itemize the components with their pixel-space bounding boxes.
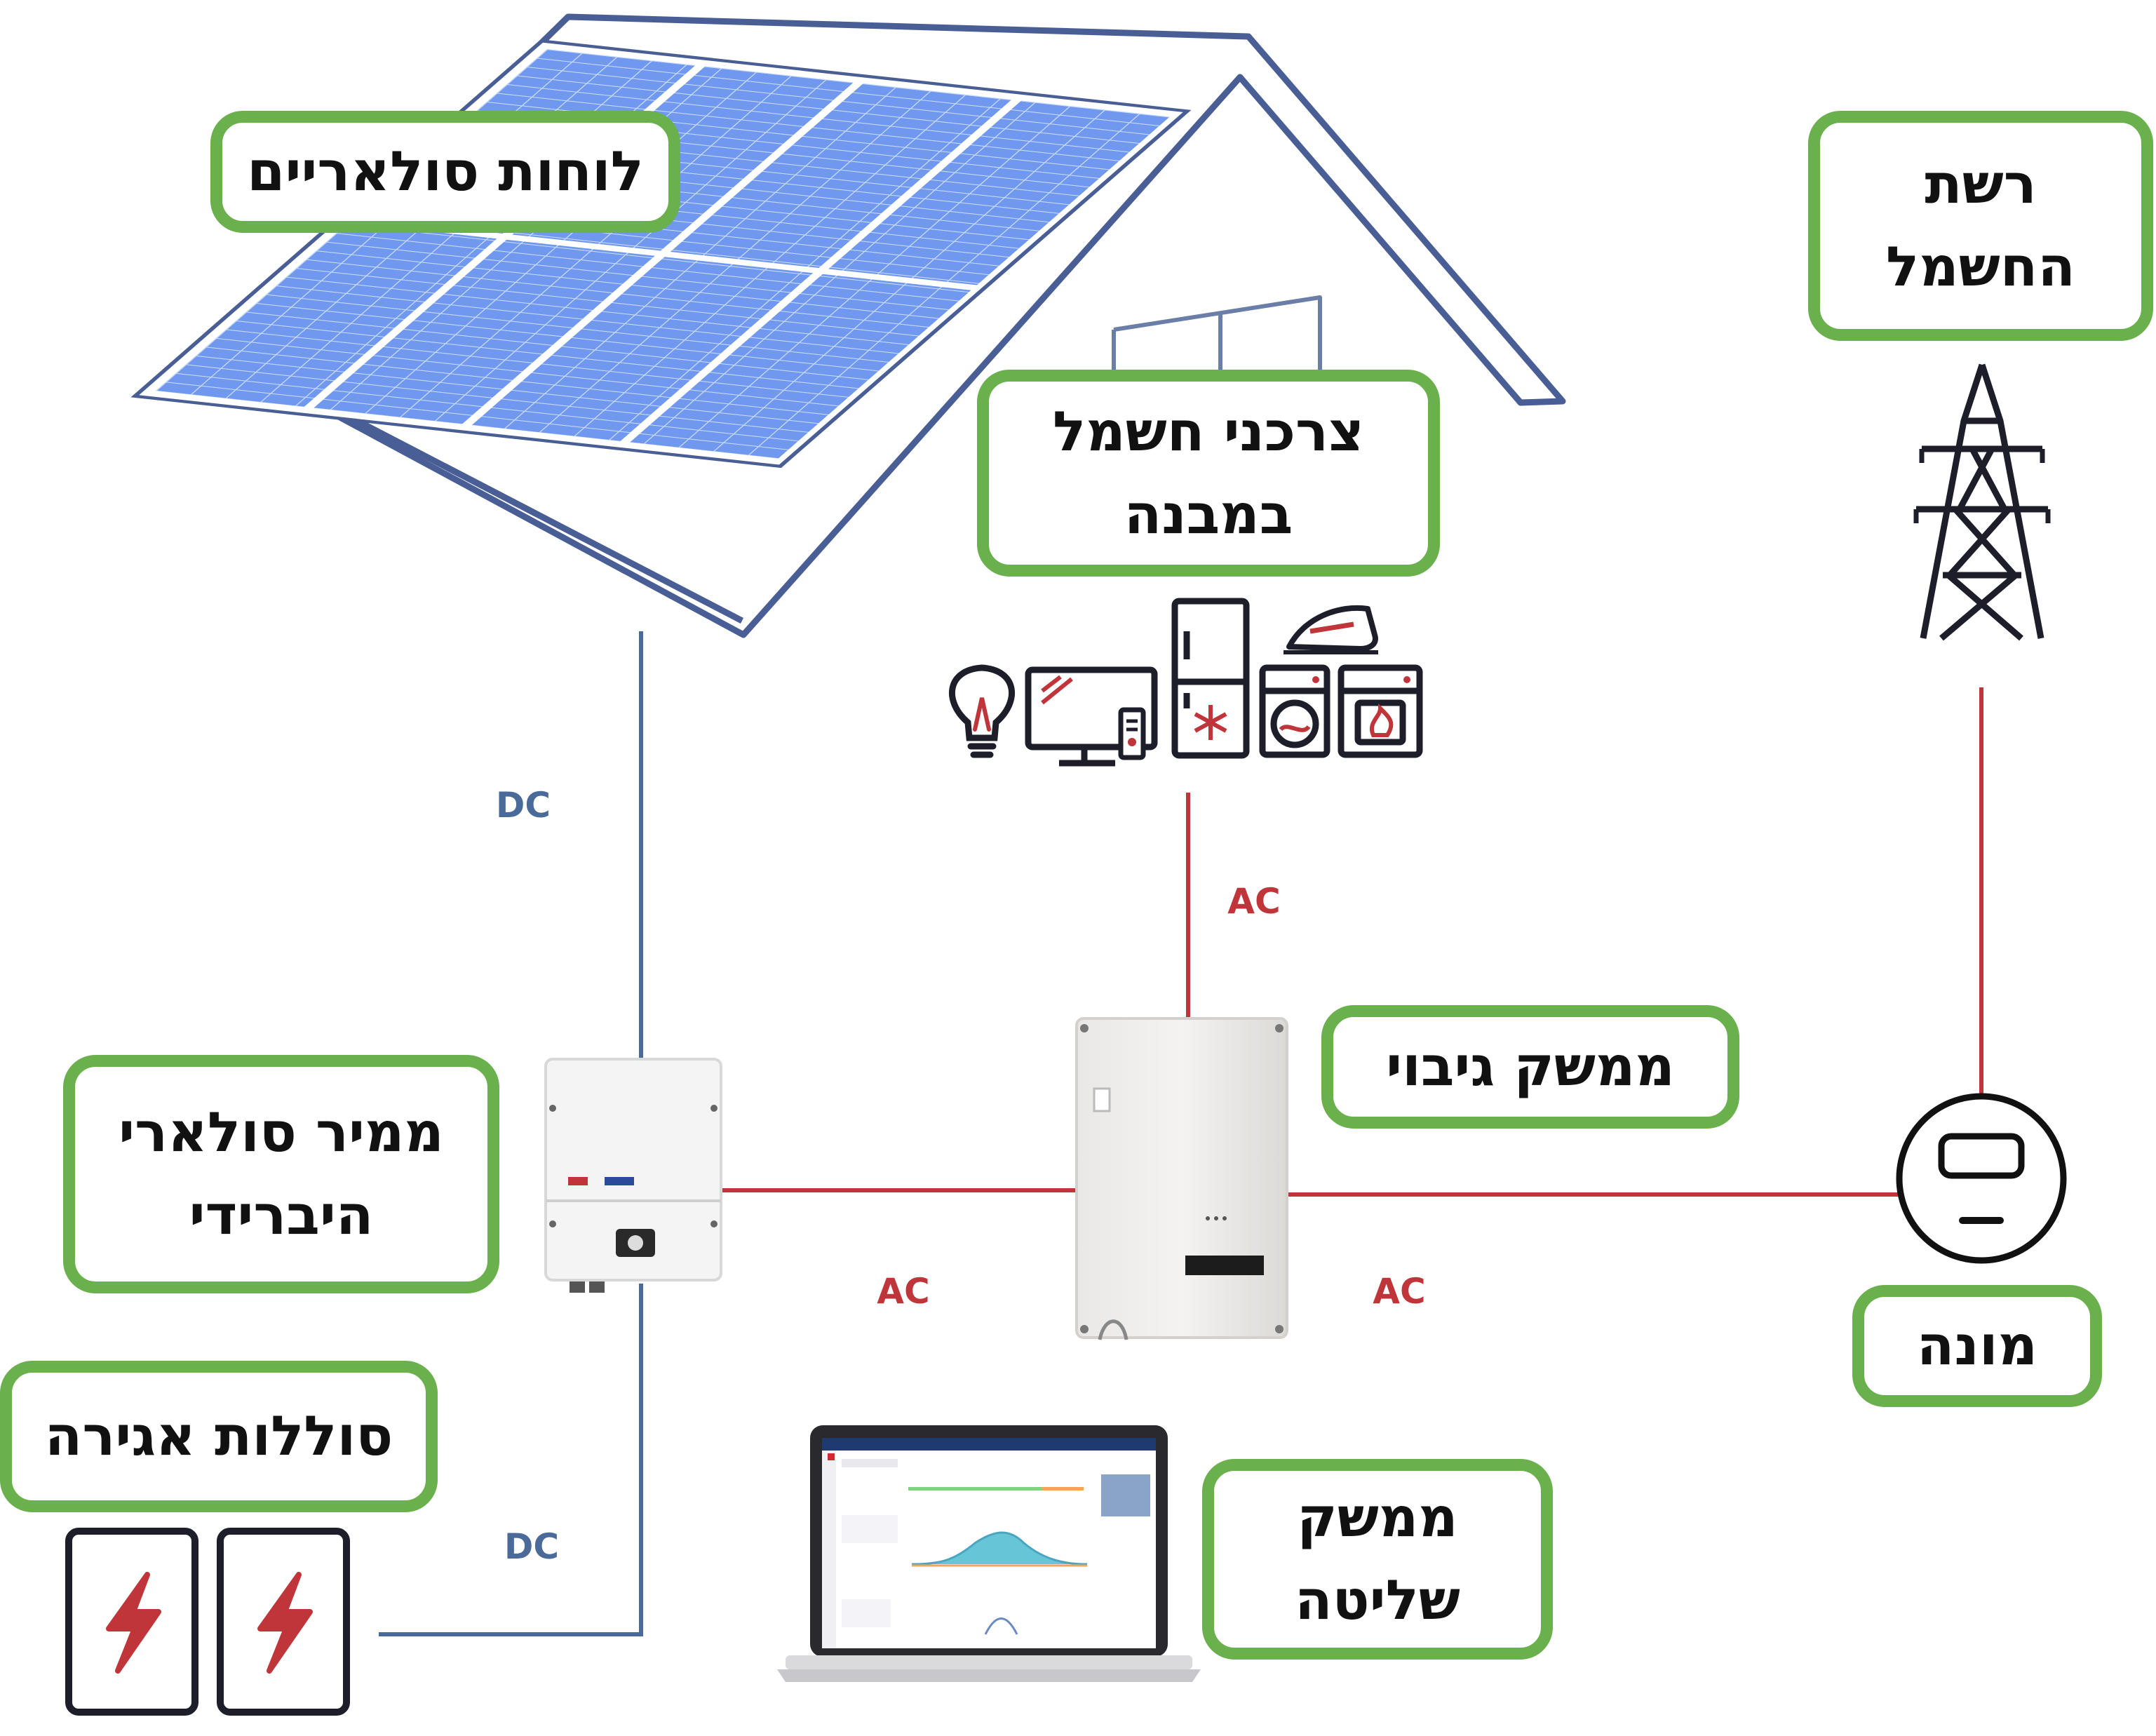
- label-backup-line-1: ממשק גיבוי: [1386, 1035, 1675, 1098]
- label-batteries: סוללות אגירה: [0, 1361, 438, 1512]
- label-consumers-line-1: צרכני חשמל: [1053, 400, 1364, 464]
- label-inverter: ממיר סולארי היברידי: [63, 1055, 499, 1293]
- television-icon: [1025, 666, 1158, 767]
- backup-interface-icon: [1075, 1017, 1288, 1340]
- label-consumers: צרכני חשמל במבנה: [977, 370, 1440, 577]
- wire-label-ac-backup-meter: AC: [1373, 1271, 1425, 1312]
- label-inverter-line-2: היברידי: [189, 1184, 374, 1247]
- label-consumers-line-2: במבנה: [1124, 483, 1293, 546]
- inverter-icon: [544, 1058, 722, 1293]
- label-meter-line-1: מונה: [1916, 1314, 2038, 1378]
- solar-panel-icon: [130, 39, 1192, 469]
- iron-icon: [1284, 605, 1378, 654]
- fridge-icon: [1171, 598, 1250, 759]
- wire-label-dc-panels: DC: [496, 785, 551, 826]
- label-grid-line-1: רשת: [1925, 153, 2037, 216]
- transmission-tower-icon: [1913, 363, 2051, 641]
- washing-machine-icon: [1259, 664, 1330, 758]
- label-grid: רשת החשמל: [1808, 111, 2153, 341]
- label-control-line-2: שליטה: [1295, 1569, 1460, 1632]
- wire-label-ac-inverter-backup: AC: [877, 1271, 929, 1312]
- label-backup: ממשק גיבוי: [1321, 1005, 1739, 1129]
- label-inverter-line-1: ממיר סולארי: [119, 1101, 444, 1164]
- label-control: ממשק שליטה: [1202, 1459, 1553, 1660]
- wire-label-ac-consumers: AC: [1227, 881, 1280, 922]
- battery-icon: [217, 1528, 350, 1716]
- oven-icon: [1338, 664, 1423, 758]
- meter-icon: [1896, 1093, 2067, 1264]
- remote-icon: [1118, 707, 1146, 760]
- label-control-line-1: ממשק: [1297, 1486, 1458, 1549]
- label-grid-line-2: החשמל: [1886, 236, 2075, 299]
- battery-icon: [65, 1528, 198, 1716]
- label-batteries-line-1: סוללות אגירה: [44, 1405, 393, 1468]
- dc-line-batteries: [379, 1284, 643, 1636]
- wire-label-dc-batteries: DC: [504, 1526, 559, 1567]
- lightbulb-icon: [948, 664, 1016, 758]
- label-solar-panels-line-1: לוחות סולאריים: [247, 140, 644, 203]
- label-solar-panels: לוחות סולאריים: [210, 111, 680, 233]
- label-meter: מונה: [1852, 1285, 2102, 1407]
- laptop-icon: [777, 1425, 1201, 1682]
